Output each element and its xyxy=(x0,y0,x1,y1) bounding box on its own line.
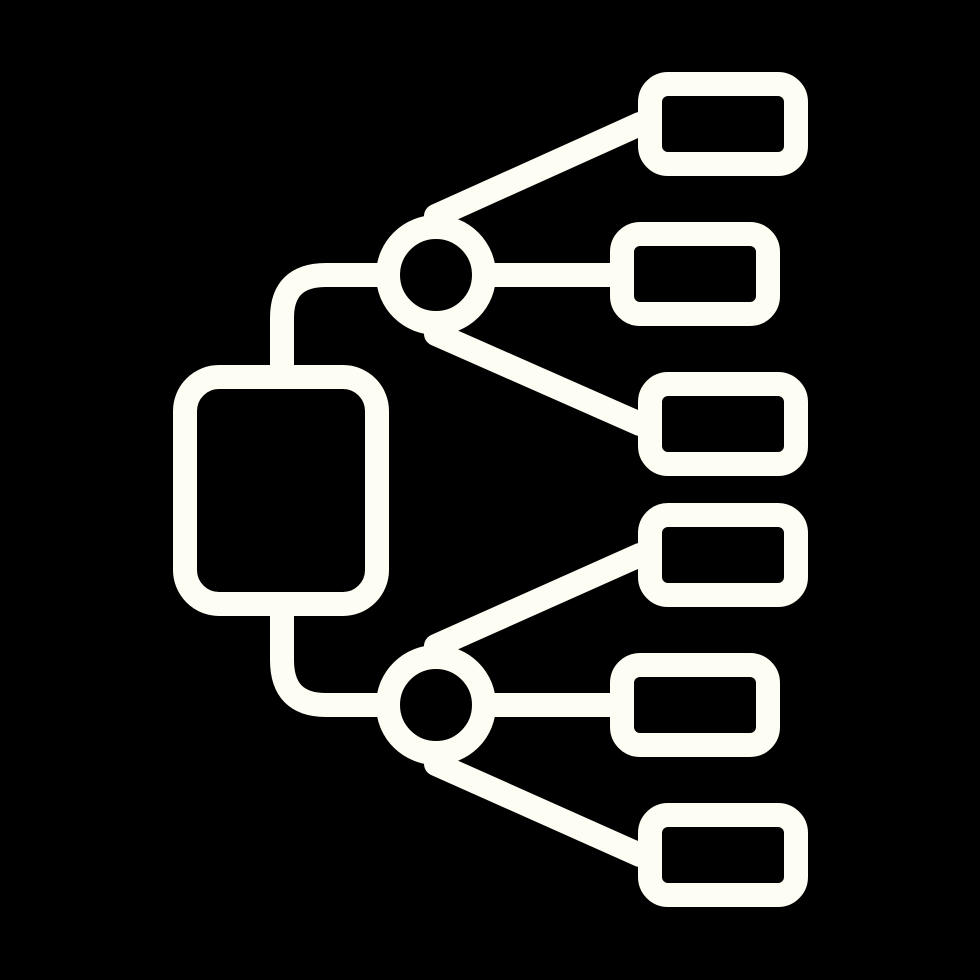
leaf-node-1 xyxy=(638,72,808,176)
hub-node-bottom xyxy=(376,645,496,765)
root-node xyxy=(173,365,389,616)
leaf-node-5 xyxy=(610,653,780,757)
connector-hub-top-leaf-3 xyxy=(424,322,652,436)
leaf-node-4 xyxy=(638,503,808,607)
connector-hub-top-leaf-1 xyxy=(424,112,652,228)
connector-root-hub-top xyxy=(270,263,398,389)
leaf-node-2 xyxy=(610,222,780,326)
connector-root-hub-bottom xyxy=(270,592,398,717)
leaf-node-3 xyxy=(638,372,808,476)
connector-hub-bottom-leaf-6 xyxy=(424,752,652,867)
connector-hub-bottom-leaf-4 xyxy=(424,543,652,658)
leaf-node-6 xyxy=(638,803,808,907)
hub-node-top xyxy=(376,215,496,335)
